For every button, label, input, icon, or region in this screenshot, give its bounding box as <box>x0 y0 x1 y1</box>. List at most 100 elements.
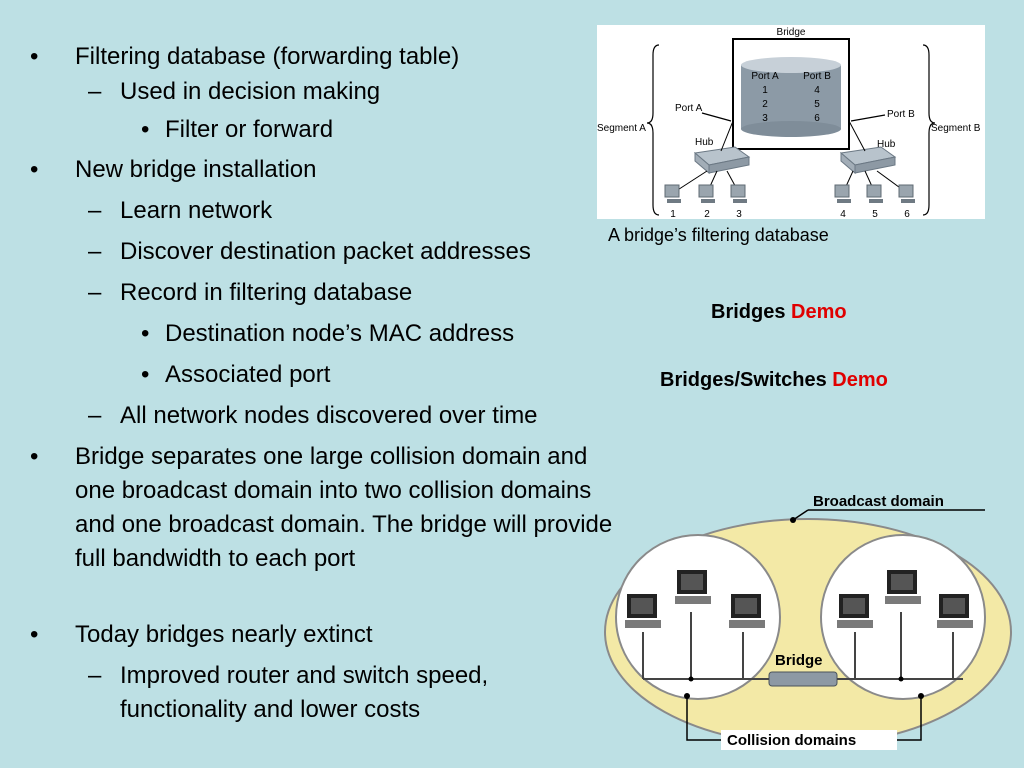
broadcast-pointer <box>792 509 809 521</box>
port-a-label: Port A <box>675 103 703 114</box>
bullet-mark: – <box>88 402 102 429</box>
keyboard-icon <box>837 199 851 203</box>
demo-prefix: Bridges/Switches <box>660 369 833 391</box>
node-number: 3 <box>736 209 742 219</box>
keyboard-icon <box>701 199 715 203</box>
keyboard-icon <box>869 199 883 203</box>
domains-figure: Broadcast domain Bridge <box>603 482 1013 752</box>
bullet-mark: – <box>88 279 102 306</box>
computer-icon <box>837 594 873 628</box>
collision-label-bg <box>721 730 897 750</box>
bridge-diagram-svg: Bridge Port A Port B 1 2 3 4 5 6 Port A … <box>597 27 981 220</box>
collision-domain-left <box>615 534 781 700</box>
link-line <box>720 120 734 152</box>
bullet-text: Improved router and switch speed, functi… <box>120 662 489 723</box>
bullet-text: Destination node’s MAC address <box>165 320 515 347</box>
broadcast-domain-label: Broadcast domain <box>813 493 944 510</box>
database-cylinder-icon <box>741 57 841 137</box>
port-b-value: 4 <box>814 85 820 96</box>
hub-right-icon <box>839 146 897 175</box>
bullet-mark: – <box>88 662 102 689</box>
port-a-value: 3 <box>762 113 768 124</box>
computer-icon <box>664 184 680 198</box>
node-number: 2 <box>704 209 710 219</box>
bullet-text: All network nodes discovered over time <box>120 402 538 429</box>
bullet-mark: • <box>30 156 39 183</box>
bullet-mark: • <box>30 443 39 470</box>
bridges-demo-line: Bridges Demo <box>711 299 847 325</box>
computer-icon <box>937 594 973 628</box>
broadcast-dot <box>790 517 796 523</box>
bullet-text: Used in decision making <box>120 78 381 105</box>
node-number: 1 <box>670 209 676 219</box>
bullet-mark: – <box>88 238 102 265</box>
bullet-mark: – <box>88 197 102 224</box>
bullet-text: Learn network <box>120 197 273 224</box>
port-a-value: 2 <box>762 99 768 110</box>
port-b-label: Port B <box>887 109 915 120</box>
port-a-value: 1 <box>762 85 768 96</box>
port-b-arrow <box>850 114 886 122</box>
hub-left-label: Hub <box>695 137 714 148</box>
segment-a-label: Segment A <box>597 123 646 134</box>
node-number: 4 <box>840 209 846 219</box>
bullet-mark: • <box>141 116 150 143</box>
bullet-mark: • <box>30 43 39 70</box>
computer-icon <box>834 184 850 198</box>
link-line <box>848 120 866 152</box>
computer-icon <box>698 184 714 198</box>
bridge-label: Bridge <box>775 652 823 669</box>
bridge-filtering-figure: Bridge Port A Port B 1 2 3 4 5 6 Port A … <box>597 25 985 220</box>
bridge-device-icon <box>768 671 838 687</box>
bridges-switches-demo-link[interactable]: Demo <box>832 369 888 391</box>
collision-domains-label: Collision domains <box>727 732 856 749</box>
computer-icon <box>866 184 882 198</box>
keyboard-icon <box>667 199 681 203</box>
collision-domain-right <box>820 534 986 700</box>
computer-icon <box>675 570 711 604</box>
keyboard-icon <box>901 199 915 203</box>
segment-a-brace <box>646 44 660 216</box>
computer-icon <box>898 184 914 198</box>
port-b-header: Port B <box>803 71 831 82</box>
bullet-mark: • <box>30 621 39 648</box>
node-number: 6 <box>904 209 910 219</box>
bullet-text: New bridge installation <box>75 156 317 183</box>
bullet-text: Today bridges nearly extinct <box>75 621 373 648</box>
junction-dot <box>688 676 694 682</box>
bullet-text: Discover destination packet addresses <box>120 238 531 265</box>
bridge-title: Bridge <box>777 27 806 38</box>
port-a-arrow <box>701 112 732 122</box>
collision-dot <box>684 693 690 699</box>
domains-diagram-svg: Broadcast domain Bridge <box>604 493 1012 750</box>
hub-left-icon <box>693 146 751 175</box>
computer-icon <box>730 184 746 198</box>
bullet-mark: • <box>141 320 150 347</box>
computer-icon <box>885 570 921 604</box>
bridges-switches-demo-line: Bridges/Switches Demo <box>660 367 888 393</box>
keyboard-icon <box>733 199 747 203</box>
port-b-value: 5 <box>814 99 820 110</box>
bullet-mark: – <box>88 78 102 105</box>
computer-icon <box>625 594 661 628</box>
bullet-text: Filtering database (forwarding table) <box>75 43 460 70</box>
demo-prefix: Bridges <box>711 301 792 323</box>
node-number: 5 <box>872 209 878 219</box>
bridges-demo-link[interactable]: Demo <box>791 301 847 323</box>
bullet-text: Bridge separates one large collision dom… <box>75 443 613 572</box>
port-b-value: 6 <box>814 113 820 124</box>
segment-b-brace <box>922 44 936 216</box>
figure-caption: A bridge’s filtering database <box>608 225 829 245</box>
computer-icon <box>729 594 765 628</box>
bullet-text: Record in filtering database <box>120 279 413 306</box>
bullet-text: Filter or forward <box>165 116 334 143</box>
bullet-list: • Filtering database (forwarding table) … <box>30 43 613 723</box>
port-a-header: Port A <box>751 71 779 82</box>
segment-b-label: Segment B <box>931 123 981 134</box>
bullet-text: Associated port <box>165 361 331 388</box>
bullet-mark: • <box>141 361 150 388</box>
collision-dot <box>918 693 924 699</box>
bridge-box <box>732 38 850 150</box>
hub-right-label: Hub <box>877 139 896 150</box>
junction-dot <box>898 676 904 682</box>
